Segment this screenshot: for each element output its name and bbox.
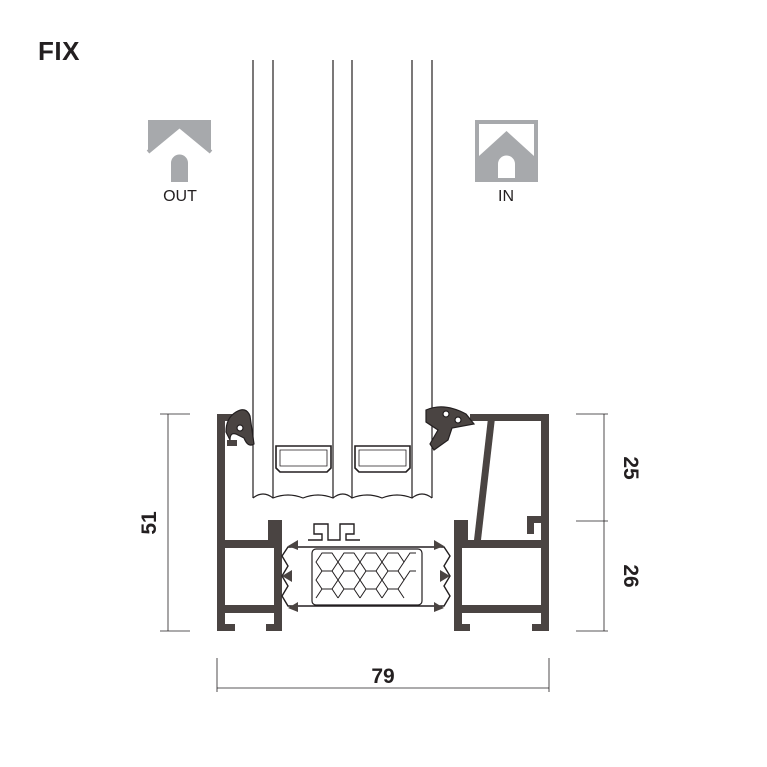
glass-spacers — [275, 445, 411, 473]
thermal-break-insulation — [281, 523, 451, 612]
inside-label: IN — [498, 188, 514, 205]
dimension-upper-height: 25 — [619, 456, 642, 480]
dimension-lower-height: 26 — [619, 564, 642, 587]
glazing-unit — [252, 60, 433, 499]
dimension-lines — [160, 413, 608, 692]
dimension-overall-height: 51 — [138, 511, 161, 535]
section-title: FIX — [38, 36, 80, 66]
dimension-overall-width: 79 — [371, 665, 394, 688]
glazing-gaskets — [225, 406, 476, 451]
house-outline-icon — [146, 120, 213, 182]
outside-label: OUT — [163, 188, 197, 205]
aluminium-sill-profile — [217, 414, 549, 631]
house-filled-icon — [475, 120, 538, 182]
